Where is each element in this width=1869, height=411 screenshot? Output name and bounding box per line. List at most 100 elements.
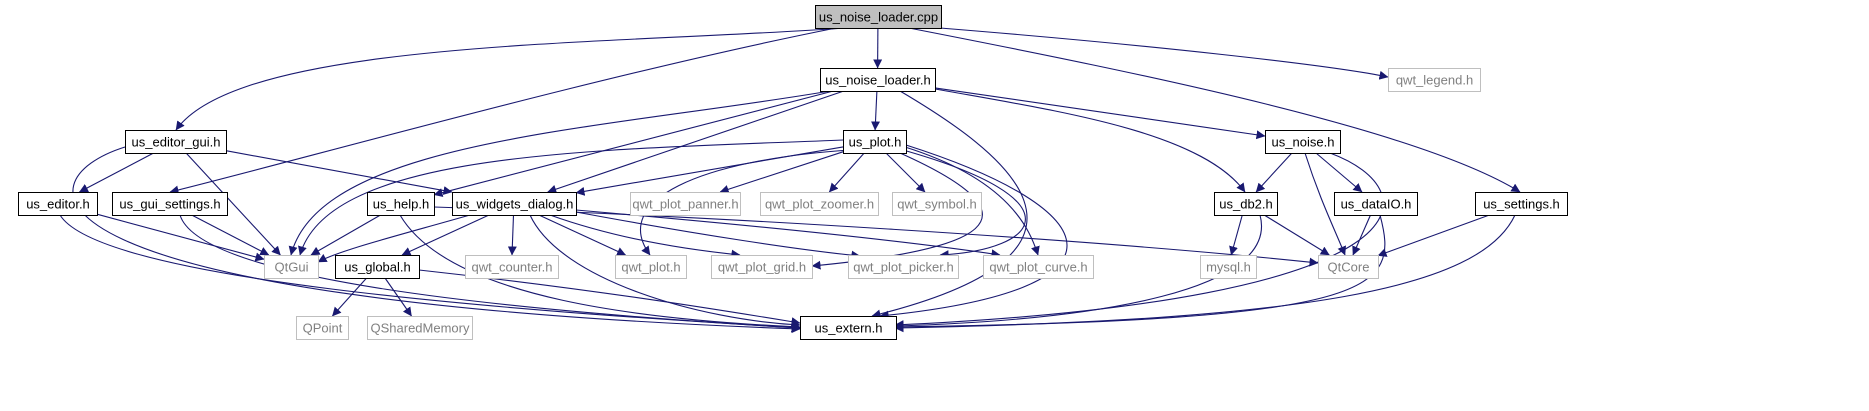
edge-global-to-qpoint bbox=[331, 277, 368, 317]
node-qwt-plot-panner: qwt_plot_panner.h bbox=[630, 192, 741, 216]
node-label: qwt_legend.h bbox=[1396, 73, 1473, 88]
node-qpoint: QPoint bbox=[296, 316, 349, 340]
nodes-layer: us_noise_loader.cpp us_noise_loader.h qwt_… bbox=[18, 5, 1568, 340]
node-box bbox=[465, 255, 559, 279]
node-box bbox=[367, 316, 473, 340]
node-box bbox=[815, 5, 942, 29]
edge-root-to-gui_settings bbox=[169, 27, 837, 195]
node-label: us_editor.h bbox=[26, 197, 90, 212]
edge-dataio-to-extern bbox=[894, 214, 1386, 332]
edge-editor_gui-to-editor_h bbox=[79, 152, 154, 193]
node-label: us_global.h bbox=[344, 260, 411, 275]
node-box bbox=[1318, 255, 1379, 279]
edge-root-to-editor_gui bbox=[175, 27, 847, 131]
edge-widgets_dialog-to-qwt_counter bbox=[507, 214, 517, 256]
node-box bbox=[843, 130, 907, 154]
edge-noise_loader_h-to-noise_h bbox=[934, 87, 1266, 140]
node-box bbox=[1334, 192, 1418, 216]
node-qwt-plot-grid: qwt_plot_grid.h bbox=[711, 255, 813, 279]
node-label: us_noise_loader.h bbox=[825, 73, 931, 88]
edge-noise_loader_h-to-plot_h bbox=[870, 90, 880, 131]
node-box bbox=[892, 192, 982, 216]
node-label: qwt_plot_grid.h bbox=[718, 260, 806, 275]
node-editor-h[interactable]: us_editor.h bbox=[18, 192, 98, 216]
edge-noise_loader_h-to-qtgui bbox=[288, 90, 831, 256]
edge-noise_h-to-dataio bbox=[1315, 152, 1363, 193]
edge-widgets_dialog-to-qwt_plot_grid bbox=[549, 214, 741, 259]
node-box bbox=[296, 316, 349, 340]
edge-plot_h-to-qwt_symbol bbox=[885, 152, 926, 193]
node-root[interactable]: us_noise_loader.cpp bbox=[815, 5, 942, 29]
node-box bbox=[983, 255, 1094, 279]
node-qwt-plot: qwt_plot.h bbox=[615, 255, 687, 279]
node-gui-settings[interactable]: us_gui_settings.h bbox=[112, 192, 228, 216]
node-box bbox=[367, 192, 435, 216]
node-label: mysql.h bbox=[1206, 260, 1251, 275]
edge-plot_h-to-extern bbox=[879, 144, 1068, 320]
node-box bbox=[1388, 68, 1481, 92]
edge-editor_h-to-qtgui bbox=[96, 213, 265, 262]
edge-noise_loader_h-to-widgets_dialog bbox=[547, 90, 844, 194]
node-label: qwt_plot_curve.h bbox=[989, 260, 1087, 275]
node-mysql: mysql.h bbox=[1200, 255, 1257, 279]
edge-editor_gui-to-extern bbox=[72, 146, 801, 334]
edge-noise_loader_h-to-help_h bbox=[433, 90, 834, 198]
node-label: qwt_symbol.h bbox=[897, 197, 976, 212]
edge-gui_settings-to-extern bbox=[179, 214, 801, 332]
node-label: QtGui bbox=[275, 260, 309, 275]
node-global[interactable]: us_global.h bbox=[335, 255, 420, 279]
node-editor-gui[interactable]: us_editor_gui.h bbox=[125, 130, 227, 154]
node-label: QtCore bbox=[1328, 260, 1370, 275]
node-plot-h[interactable]: us_plot.h bbox=[843, 130, 907, 154]
node-box bbox=[112, 192, 228, 216]
node-label: us_gui_settings.h bbox=[119, 197, 220, 212]
node-qsharedmemory: QSharedMemory bbox=[367, 316, 473, 340]
node-box bbox=[452, 192, 577, 216]
node-label: QSharedMemory bbox=[371, 321, 470, 336]
node-settings[interactable]: us_settings.h bbox=[1475, 192, 1568, 216]
node-label: qwt_plot_panner.h bbox=[632, 197, 738, 212]
node-qwt-symbol: qwt_symbol.h bbox=[892, 192, 982, 216]
edge-noise_loader_h-to-extern bbox=[871, 90, 1028, 319]
edge-settings-to-qtcore bbox=[1377, 214, 1490, 257]
edge-widgets_dialog-to-qwt_plot bbox=[538, 214, 627, 256]
node-box bbox=[335, 255, 420, 279]
node-label: us_help.h bbox=[373, 197, 429, 212]
node-label: QPoint bbox=[303, 321, 343, 336]
node-box bbox=[615, 255, 687, 279]
node-box bbox=[125, 130, 227, 154]
edge-widgets_dialog-to-global bbox=[401, 214, 490, 256]
node-box bbox=[1265, 130, 1341, 154]
edge-plot_h-to-qwt_plot_curve bbox=[904, 146, 1040, 256]
edge-editor_gui-to-widgets_dialog bbox=[225, 150, 453, 195]
node-qwt-legend: qwt_legend.h bbox=[1388, 68, 1481, 92]
node-help-h[interactable]: us_help.h bbox=[367, 192, 435, 216]
edge-noise_h-to-extern bbox=[894, 152, 1384, 330]
node-qwt-counter: qwt_counter.h bbox=[465, 255, 559, 279]
node-noise-loader-h[interactable]: us_noise_loader.h bbox=[820, 68, 936, 92]
node-dataio[interactable]: us_dataIO.h bbox=[1334, 192, 1418, 216]
node-db2[interactable]: us_db2.h bbox=[1214, 192, 1278, 216]
node-qwt-plot-picker: qwt_plot_picker.h bbox=[848, 255, 959, 279]
node-box bbox=[1200, 255, 1257, 279]
node-box bbox=[18, 192, 98, 216]
node-qwt-plot-curve: qwt_plot_curve.h bbox=[983, 255, 1094, 279]
node-box bbox=[1214, 192, 1278, 216]
node-box bbox=[630, 192, 741, 216]
node-box bbox=[711, 255, 813, 279]
edge-plot_h-to-qwt_plot_zoomer bbox=[828, 152, 865, 193]
edge-widgets_dialog-to-qtgui bbox=[317, 214, 471, 263]
node-extern[interactable]: us_extern.h bbox=[800, 316, 897, 340]
edge-db2-to-extern bbox=[894, 214, 1263, 331]
node-widgets-dialog[interactable]: us_widgets_dialog.h bbox=[452, 192, 577, 216]
edge-plot_h-to-qwt_plot_panner bbox=[719, 151, 844, 194]
edge-settings-to-extern bbox=[894, 214, 1516, 333]
node-label: us_editor_gui.h bbox=[132, 135, 221, 150]
node-label: us_settings.h bbox=[1483, 197, 1560, 212]
node-noise-h[interactable]: us_noise.h bbox=[1265, 130, 1341, 154]
edge-db2-to-mysql bbox=[1229, 214, 1243, 256]
edge-widgets_dialog-to-qwt_plot_curve bbox=[575, 209, 1001, 259]
node-label: qwt_plot_picker.h bbox=[853, 260, 953, 275]
edge-widgets_dialog-to-extern bbox=[529, 214, 801, 330]
